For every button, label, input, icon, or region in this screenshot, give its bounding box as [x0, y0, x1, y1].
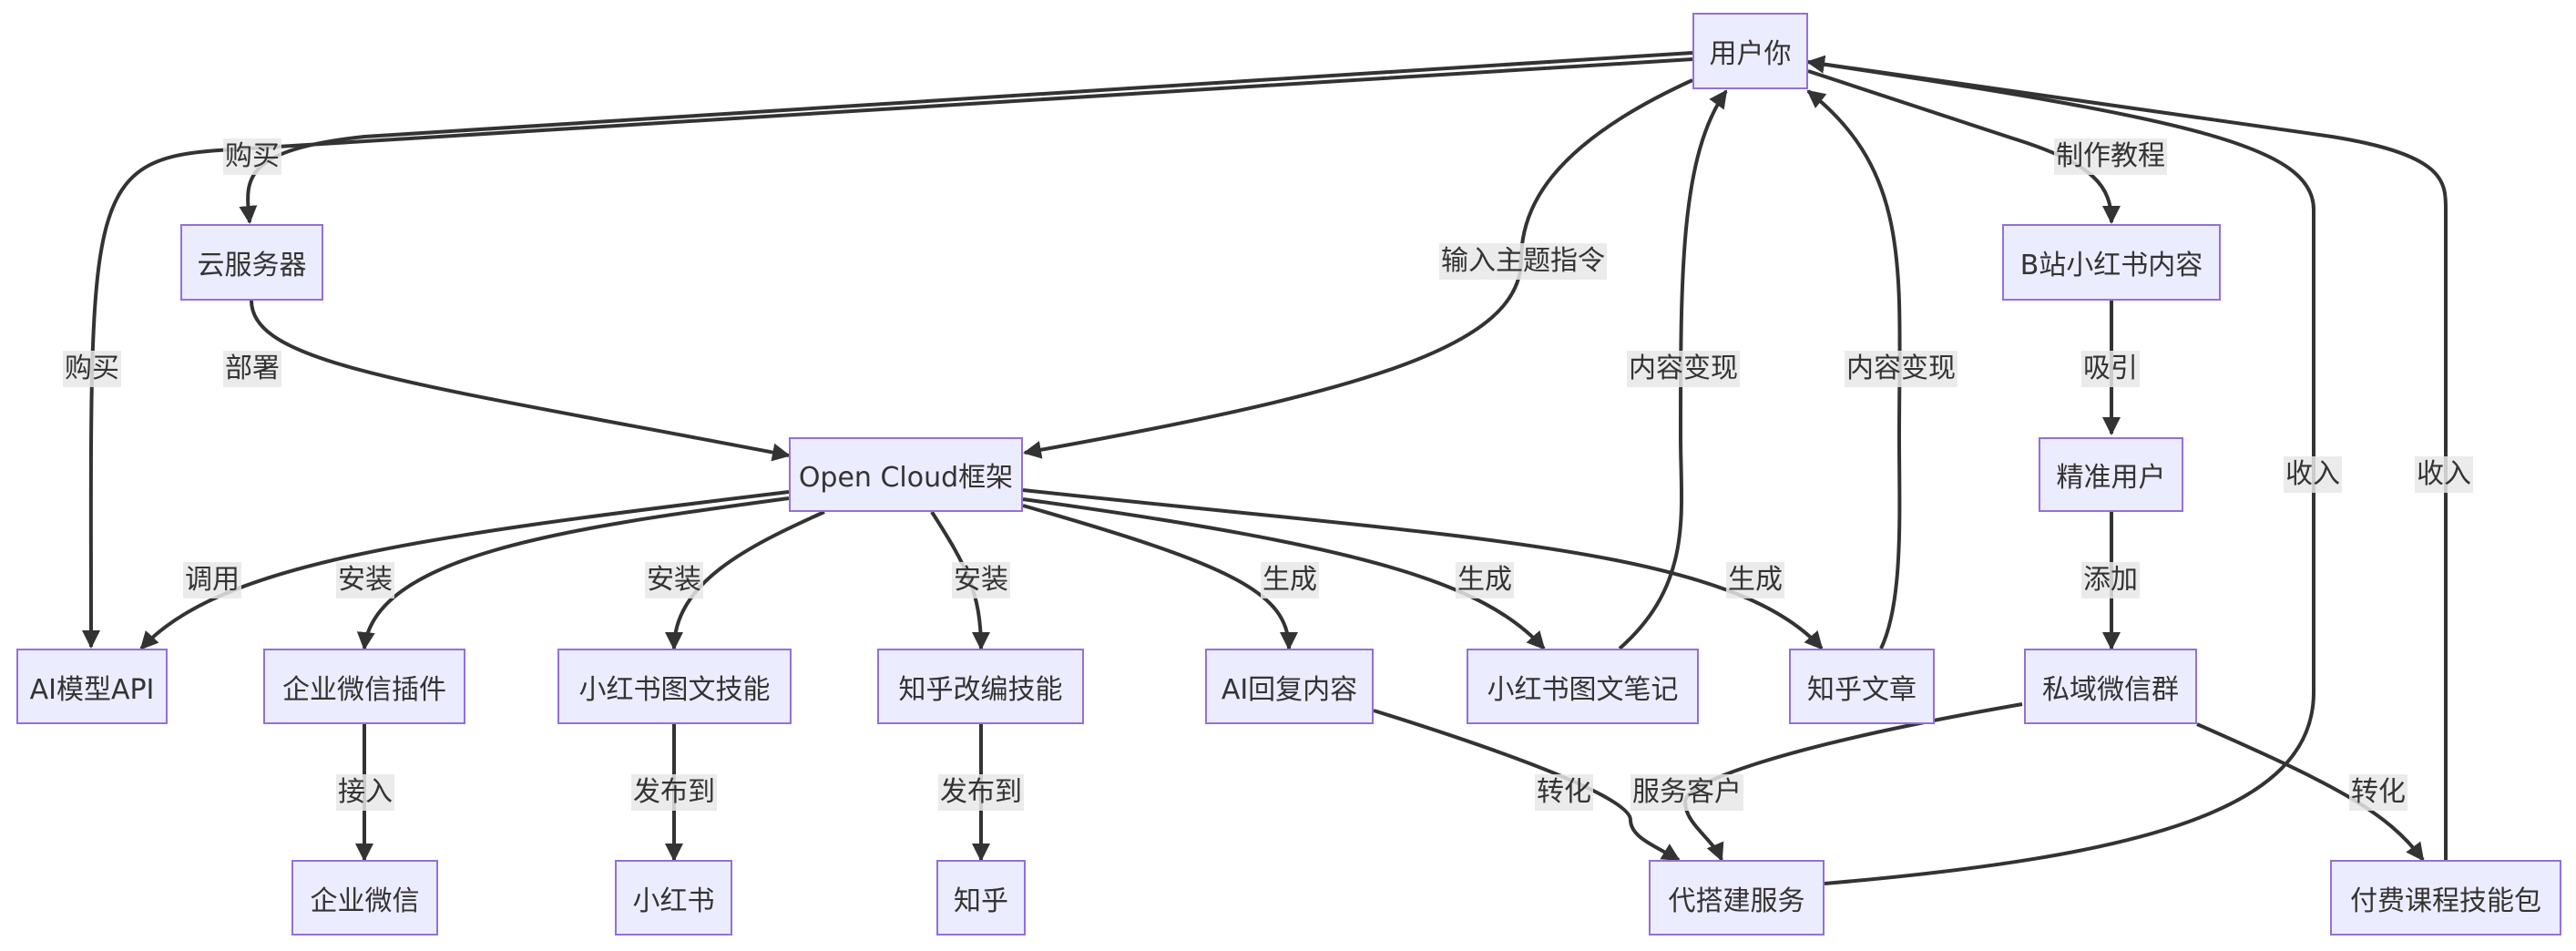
- node-user[interactable]: 用户你: [1692, 13, 1808, 89]
- edge-framework-to-ai-api: [139, 490, 790, 650]
- edge-ai-reply-to-build-service: [1373, 709, 1681, 862]
- edge-label-add: 添加: [2081, 562, 2140, 598]
- node-paid-course[interactable]: 付费课程技能包: [2330, 860, 2561, 936]
- edge-label-convert-2: 转化: [2349, 774, 2407, 811]
- edge-label-generate-3: 生成: [1726, 562, 1784, 598]
- edge-paid-course-to-user: [1806, 55, 2448, 860]
- edge-private-group-to-paid-course: [2196, 722, 2425, 862]
- edge-user-to-cloud-server: [239, 51, 1693, 224]
- edge-user-to-framework: [1023, 78, 1693, 459]
- edge-label-install-3: 安装: [952, 562, 1010, 598]
- node-cloud-server[interactable]: 云服务器: [180, 224, 323, 301]
- edge-user-to-ai-api: [81, 57, 1693, 649]
- node-build-service[interactable]: 代搭建服务: [1649, 860, 1825, 936]
- edge-cloud-server-to-framework: [250, 300, 791, 462]
- node-bili-content[interactable]: B站小红书内容: [2002, 224, 2221, 301]
- edge-xhs-note-to-user: [1618, 89, 1728, 650]
- node-xhs-note[interactable]: 小红书图文笔记: [1467, 649, 1699, 724]
- edge-label-publish-1: 发布到: [631, 774, 717, 811]
- edge-label-income-1: 收入: [2284, 456, 2342, 493]
- edge-label-generate-1: 生成: [1261, 562, 1319, 598]
- edge-label-convert-1: 转化: [1535, 774, 1593, 811]
- edge-zhihu-article-to-user: [1806, 89, 1902, 649]
- edge-label-attract: 吸引: [2081, 351, 2140, 387]
- node-xhs-skill[interactable]: 小红书图文技能: [557, 649, 792, 724]
- edge-framework-to-xhs-skill: [665, 510, 825, 650]
- edge-label-connect: 接入: [336, 774, 394, 811]
- edge-label-content-monetize-2: 内容变现: [1845, 351, 1958, 387]
- edge-framework-to-zhihu-article: [1022, 488, 1824, 650]
- node-zhihu-skill[interactable]: 知乎改编技能: [877, 649, 1084, 724]
- edge-label-buy-server: 购买: [223, 138, 281, 175]
- node-ai-reply[interactable]: AI回复内容: [1205, 649, 1374, 724]
- edge-framework-to-ai-reply: [1022, 504, 1298, 650]
- edge-label-content-monetize-1: 内容变现: [1627, 351, 1740, 387]
- edge-label-buy-api: 购买: [63, 351, 121, 387]
- node-private-group[interactable]: 私域微信群: [2024, 649, 2197, 724]
- edge-framework-to-xhs-note: [1022, 497, 1546, 650]
- edge-build-service-to-user: [1806, 55, 2316, 885]
- node-wecom-plugin[interactable]: 企业微信插件: [263, 649, 465, 724]
- edge-label-generate-2: 生成: [1456, 562, 1514, 598]
- node-ai-api[interactable]: AI模型API: [16, 649, 168, 724]
- edge-label-deploy: 部署: [223, 351, 281, 387]
- node-wecom[interactable]: 企业微信: [291, 860, 438, 936]
- edge-label-call: 调用: [183, 562, 241, 598]
- node-framework[interactable]: Open Cloud框架: [789, 437, 1023, 512]
- edge-label-make-tutorial: 制作教程: [2054, 138, 2167, 175]
- node-zhihu-article[interactable]: 知乎文章: [1789, 649, 1935, 724]
- edge-label-input-topic: 输入主题指令: [1439, 243, 1607, 280]
- edge-label-income-2: 收入: [2415, 456, 2473, 493]
- edge-label-install-2: 安装: [645, 562, 703, 598]
- edge-label-publish-2: 发布到: [938, 774, 1024, 811]
- edge-label-serve-client: 服务客户: [1630, 774, 1743, 811]
- node-precise-users[interactable]: 精准用户: [2039, 437, 2183, 512]
- node-zhihu[interactable]: 知乎: [936, 860, 1026, 936]
- edge-label-install-1: 安装: [336, 562, 394, 598]
- node-xhs[interactable]: 小红书: [615, 860, 732, 936]
- edge-framework-to-wecom-plugin: [356, 496, 790, 650]
